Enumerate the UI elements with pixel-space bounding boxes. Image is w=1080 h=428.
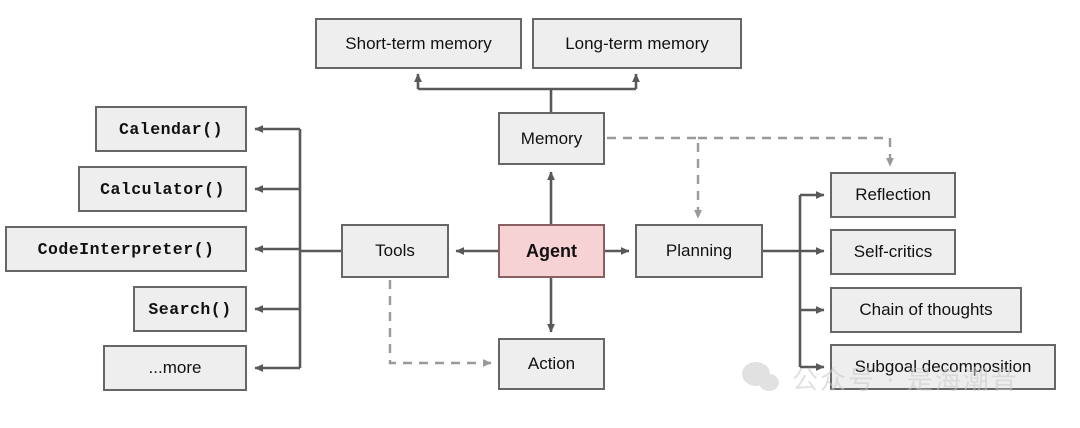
node-search[interactable]: Search() xyxy=(133,286,247,332)
node-reflection[interactable]: Reflection xyxy=(830,172,956,218)
node-calendar[interactable]: Calendar() xyxy=(95,106,247,152)
edge-memory-reflection-dashed xyxy=(698,136,894,167)
node-short-term-memory[interactable]: Short-term memory xyxy=(315,18,522,69)
node-planning[interactable]: Planning xyxy=(635,224,763,278)
node-agent[interactable]: Agent xyxy=(498,224,605,278)
node-long-term-memory[interactable]: Long-term memory xyxy=(532,18,742,69)
node-memory[interactable]: Memory xyxy=(498,112,605,165)
node-calculator[interactable]: Calculator() xyxy=(78,166,247,212)
node-action[interactable]: Action xyxy=(498,338,605,390)
node-code-interpreter[interactable]: CodeInterpreter() xyxy=(5,226,247,272)
edge-memory-planning-dashed xyxy=(607,136,702,219)
node-chain-of-thoughts[interactable]: Chain of thoughts xyxy=(830,287,1022,333)
node-subgoal-decomposition[interactable]: Subgoal decomposition xyxy=(830,344,1056,390)
node-self-critics[interactable]: Self-critics xyxy=(830,229,956,275)
edge-tools-action-dashed xyxy=(388,280,492,367)
node-tools[interactable]: Tools xyxy=(341,224,449,278)
node-more[interactable]: ...more xyxy=(103,345,247,391)
